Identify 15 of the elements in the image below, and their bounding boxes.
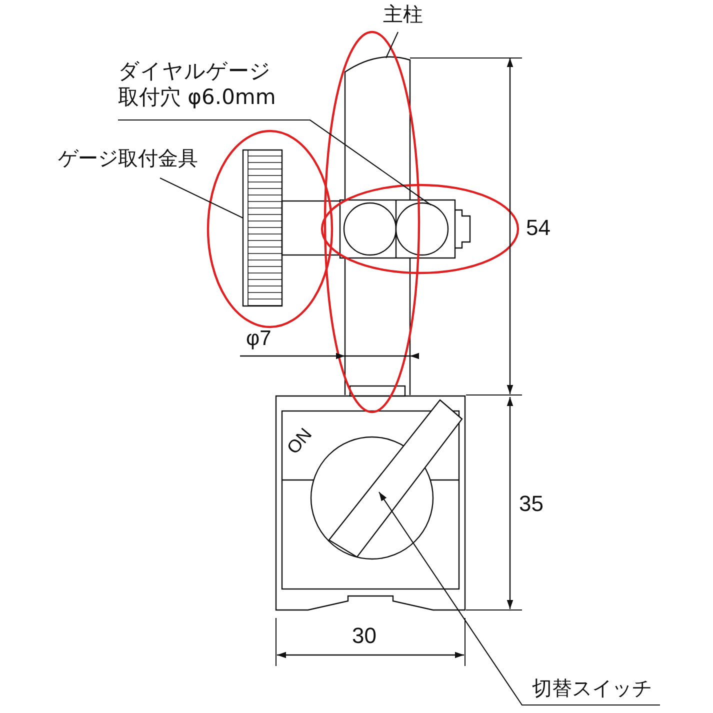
callout-text: 主柱 bbox=[383, 2, 423, 27]
leader-line bbox=[378, 492, 660, 706]
knurled-knob bbox=[242, 149, 283, 307]
leader-line bbox=[386, 32, 398, 58]
dimension-label: 35 bbox=[519, 490, 544, 518]
callout-text: ゲージ取付金具 bbox=[58, 146, 198, 171]
dimension-label: φ7 bbox=[246, 326, 272, 352]
dimension-label: 54 bbox=[526, 214, 550, 242]
switch-lever bbox=[328, 399, 463, 558]
switch-marking: ON bbox=[282, 424, 317, 459]
callout-text: 切替スイッチ bbox=[532, 676, 652, 701]
callout-text: ダイヤルゲージ取付穴 φ6.0mm bbox=[118, 58, 278, 110]
leader-line bbox=[160, 178, 244, 218]
dimension-label: 30 bbox=[352, 622, 376, 650]
mounting-hole bbox=[395, 202, 449, 256]
